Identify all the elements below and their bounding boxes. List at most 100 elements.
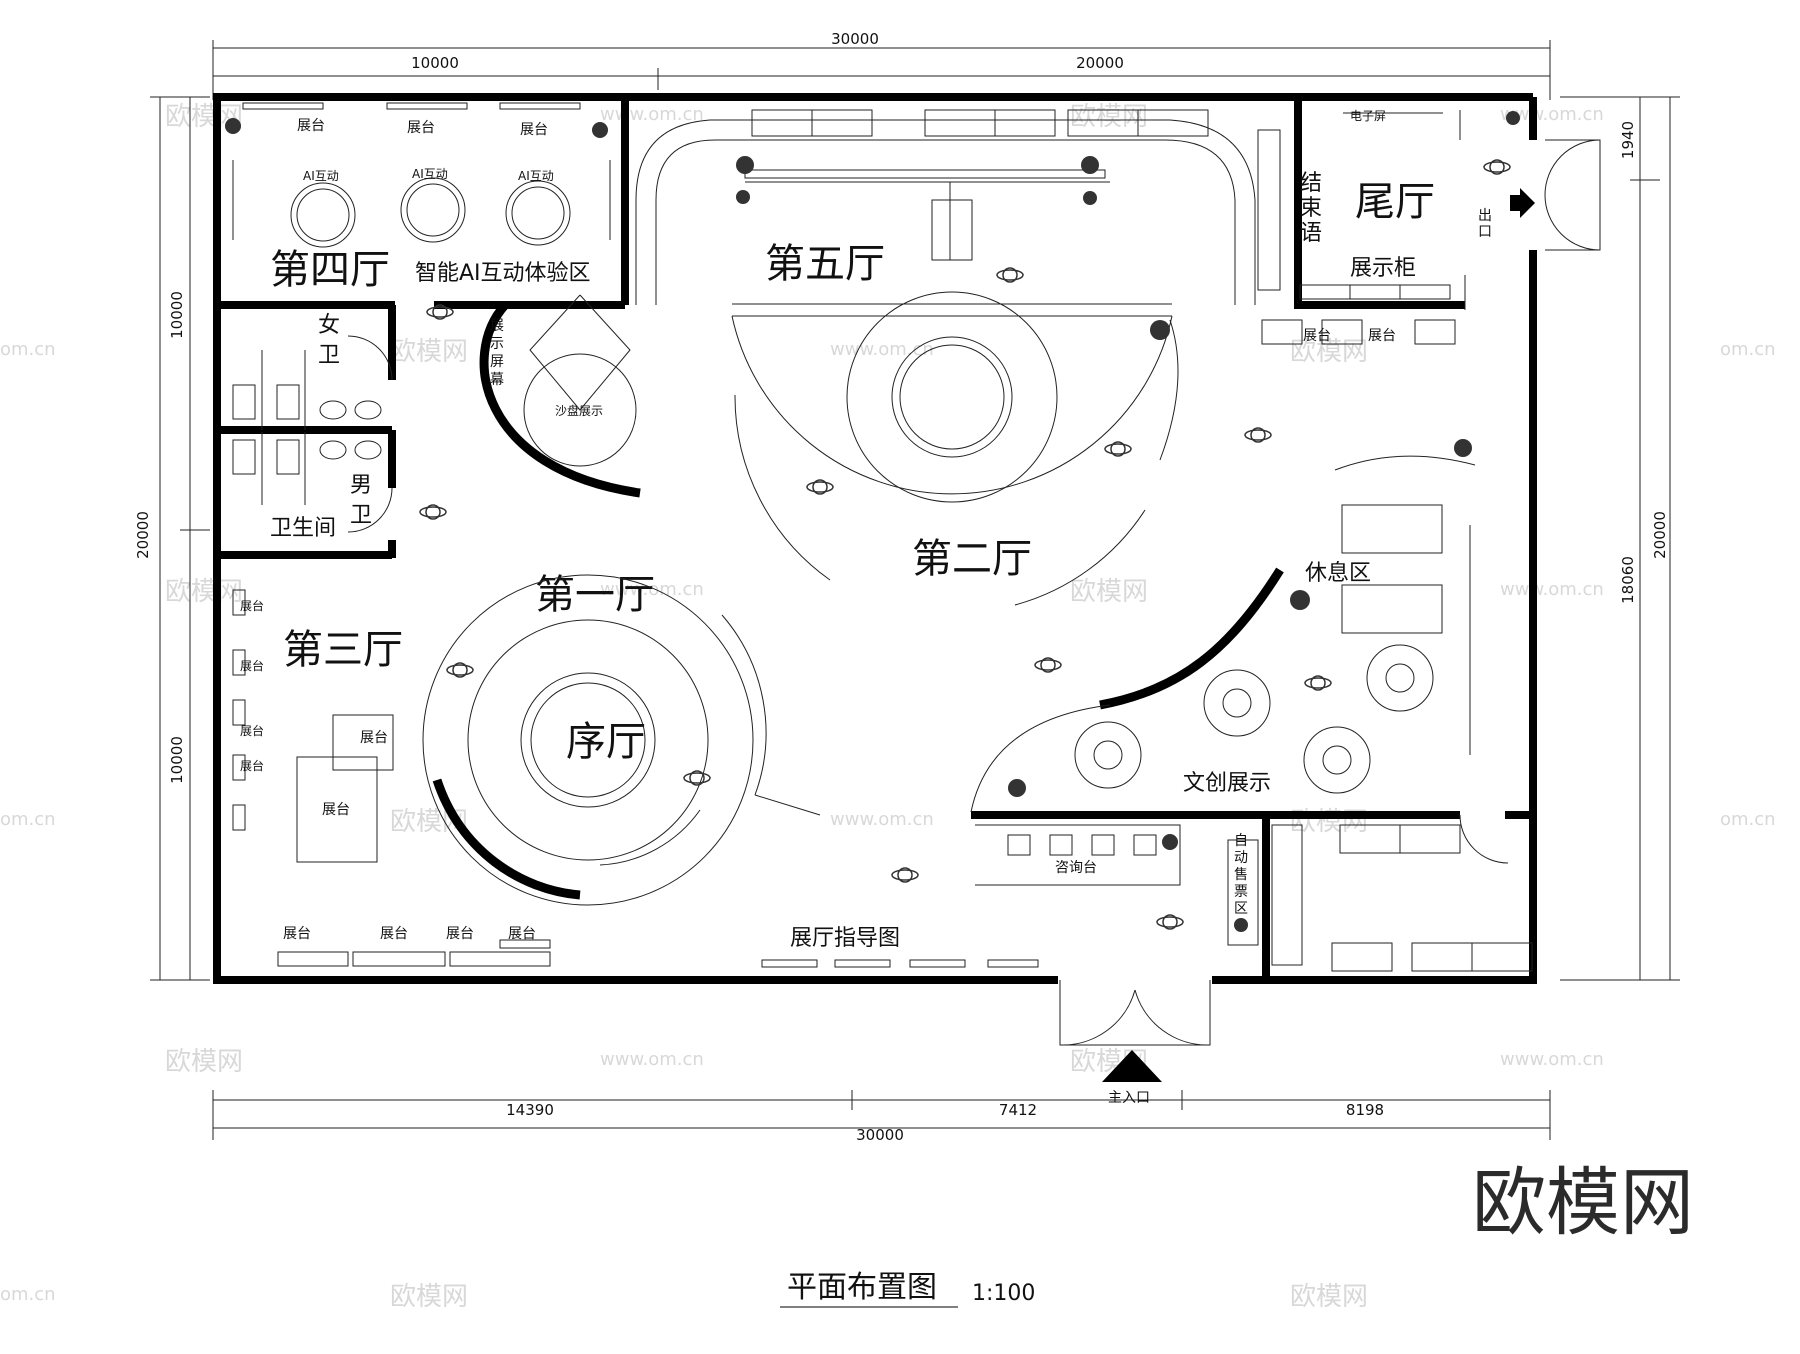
epilogue-label-3: 语 — [1300, 221, 1322, 246]
hall-5 — [635, 109, 1256, 317]
person-icon — [446, 662, 474, 678]
screen-label-3: 屏 — [490, 354, 504, 370]
interior-walls — [217, 97, 1533, 978]
watermark-brand: 欧模网 — [1070, 577, 1148, 607]
men-wc-label: 男 — [350, 473, 372, 498]
hall-1 — [422, 574, 821, 906]
ticket-label-2: 动 — [1234, 850, 1248, 866]
dim-right-lower: 18060 — [1619, 556, 1637, 604]
plant-icon — [1234, 918, 1248, 932]
dimension-lines — [150, 40, 1680, 1140]
main-entrance — [1059, 980, 1211, 1046]
watermark-brand: 欧模网 — [1070, 102, 1148, 132]
screen-label-1: 展 — [490, 318, 504, 334]
watermark-url: www.om.cn — [830, 809, 934, 830]
booth-label: 展台 — [240, 723, 264, 738]
rest-area-label: 休息区 — [1305, 561, 1371, 586]
main-entrance-label: 主入口 — [1108, 1090, 1150, 1106]
booth-label: 展台 — [240, 598, 264, 613]
plant-icons — [225, 111, 1520, 932]
men-wc-label: 卫 — [350, 503, 372, 528]
dim-bottom-a: 14390 — [506, 1101, 554, 1119]
entrance-arrow-icon — [1102, 1050, 1162, 1082]
plant-icon — [1506, 111, 1520, 125]
e-screen-label: 电子屏 — [1350, 109, 1386, 123]
booth-label: 展台 — [322, 802, 350, 818]
hall-1-title: 第一厅 — [535, 572, 655, 618]
tail-hall — [1257, 110, 1601, 345]
plant-icon — [1290, 590, 1310, 610]
plant-icon — [1150, 320, 1170, 340]
plant-icon — [736, 190, 750, 204]
arc-partitions — [432, 301, 1284, 900]
plant-icon — [1081, 156, 1099, 174]
plant-icon — [1008, 779, 1026, 797]
guide-map-label: 展厅指导图 — [790, 926, 900, 951]
booth-label: 展台 — [360, 730, 388, 746]
screen-label-4: 幕 — [490, 372, 504, 388]
hall-3-labels: 展台 展台 展台 展台 展台 展台 展台 展台 展台 展台 — [240, 598, 536, 942]
rest-area — [970, 455, 1476, 813]
watermark-url: om.cn — [0, 1284, 56, 1305]
sand-table-label: 沙盘展示 — [555, 403, 603, 418]
watermark-brand: 欧模网 — [1290, 1282, 1368, 1312]
women-wc-label: 女 — [318, 313, 340, 338]
dim-right-total: 20000 — [1651, 511, 1669, 559]
plant-icon — [1162, 834, 1178, 850]
person-icon — [419, 504, 447, 520]
plant-icon — [1083, 191, 1097, 205]
dim-bottom-c: 8198 — [1346, 1101, 1384, 1119]
booth-label: 展台 — [240, 758, 264, 773]
hall-4-labels: 展台 展台 展台 AI互动 AI互动 AI互动 智能AI互动体验区 — [297, 118, 591, 286]
ticket-label-4: 票 — [1234, 884, 1248, 900]
booth-label: 展台 — [1303, 328, 1331, 344]
ticket-label-1: 自 — [1234, 833, 1248, 849]
ticket-label-5: 区 — [1234, 901, 1248, 917]
hall-4-title: 第四厅 — [270, 247, 390, 293]
hall-5-title: 第五厅 — [765, 241, 885, 287]
watermark-url: www.om.cn — [1500, 579, 1604, 600]
person-icon — [683, 770, 711, 786]
person-icon — [1304, 675, 1332, 691]
watermark-layer: 欧模网 欧模网 www.om.cn www.om.cn 欧模网 欧模网 om.c… — [0, 102, 1776, 1312]
restroom-labels: 女 卫 男 卫 卫生间 — [270, 313, 372, 541]
restroom-label: 卫生间 — [270, 516, 336, 541]
screen-label: 展 示 屏 幕 — [490, 318, 504, 388]
dim-left-lower: 10000 — [168, 736, 186, 784]
cabinet-label: 展示柜 — [1350, 256, 1416, 281]
caption-title: 平面布置图 — [787, 1270, 937, 1305]
booth-label: 展台 — [380, 926, 408, 942]
person-icon — [1034, 657, 1062, 673]
watermark-url: www.om.cn — [1500, 104, 1604, 125]
outer-walls — [213, 93, 1537, 984]
watermark-url: om.cn — [0, 339, 56, 360]
watermark-url: www.om.cn — [1500, 1049, 1604, 1070]
dimension-labels: 30000 10000 20000 14390 7412 8198 30000 … — [134, 30, 1669, 1144]
booth-label: 展台 — [407, 120, 435, 136]
women-wc-label: 卫 — [318, 343, 340, 368]
info-desk-label: 咨询台 — [1055, 860, 1097, 876]
hall-3 — [232, 589, 551, 967]
booth-label: 展台 — [240, 658, 264, 673]
dim-bottom-b: 7412 — [999, 1101, 1037, 1119]
person-icon — [891, 867, 919, 883]
ai-zone-label: 智能AI互动体验区 — [415, 261, 591, 286]
watermark-url: www.om.cn — [600, 1049, 704, 1070]
watermark-url: om.cn — [0, 809, 56, 830]
caption-scale: 1:100 — [972, 1281, 1035, 1306]
hall-2 — [731, 291, 1179, 606]
plant-icon — [592, 122, 608, 138]
ticket-label-3: 售 — [1234, 867, 1248, 883]
dim-left-total: 20000 — [134, 511, 152, 559]
watermark-url: www.om.cn — [600, 579, 704, 600]
ai-station-label: AI互动 — [303, 169, 339, 183]
sand-table: 沙盘展示 — [523, 294, 637, 467]
tail-hall-title: 尾厅 — [1355, 179, 1435, 225]
brand-logo: 欧模网 — [1472, 1160, 1694, 1246]
prelude-hall-title: 序厅 — [566, 719, 646, 765]
restrooms — [232, 335, 393, 533]
watermark-brand: 欧模网 — [1290, 337, 1368, 367]
hall-2-title: 第二厅 — [912, 536, 1032, 582]
hall-3-title: 第三厅 — [283, 627, 403, 673]
